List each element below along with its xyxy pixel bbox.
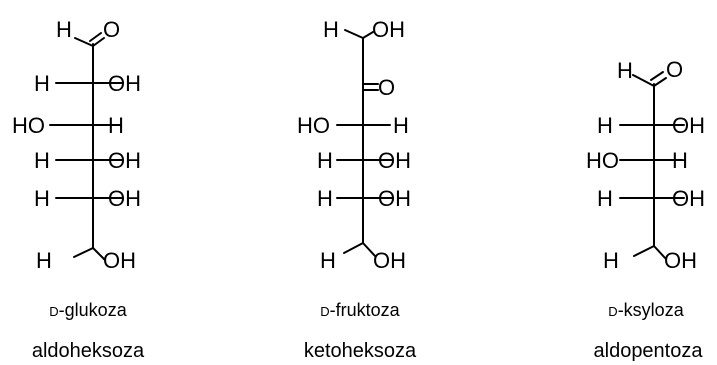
atom-label: HO	[297, 113, 330, 138]
atom-label: O	[666, 57, 683, 82]
atom-label: OH	[108, 186, 141, 211]
atom-label: HO	[12, 113, 45, 138]
atom-label: H	[34, 71, 50, 96]
bond	[74, 37, 94, 47]
molecule-class: aldoheksoza	[32, 340, 145, 362]
bond	[92, 37, 105, 47]
atom-label: H	[317, 148, 333, 173]
bond	[650, 71, 664, 81]
atom-label: H	[617, 58, 633, 83]
bond	[653, 77, 667, 87]
atom-label: H	[393, 113, 409, 138]
bond	[344, 29, 364, 39]
atom-label: O	[378, 75, 395, 100]
atom-label: OH	[672, 113, 705, 138]
atom-label: H	[317, 186, 333, 211]
molecule-name: D-glukoza	[49, 300, 127, 320]
atom-label: H	[323, 17, 339, 42]
molecule-xylose: H O H OH HO H H OH H OH D-ksyloza aldope…	[586, 57, 705, 362]
bond	[89, 32, 102, 42]
molecule-glucose: H O H OH HO H H OH H OH H OH D-glukoza a…	[12, 17, 145, 362]
bond	[73, 247, 94, 258]
atom-label: OH	[108, 71, 141, 96]
bond	[92, 247, 106, 261]
atom-label: H	[597, 113, 613, 138]
bond	[362, 31, 374, 39]
atom-label: H	[36, 248, 52, 273]
molecule-name: D-fruktoza	[320, 300, 400, 320]
molecule-class: aldopentoza	[594, 340, 704, 362]
atom-label: H	[108, 113, 124, 138]
atom-label: H	[34, 186, 50, 211]
atom-label: OH	[103, 248, 136, 273]
atom-label: H	[34, 148, 50, 173]
atom-label: OH	[373, 248, 406, 273]
atom-label: OH	[672, 186, 705, 211]
atom-label: H	[597, 186, 613, 211]
atom-label: OH	[378, 186, 411, 211]
atom-label: O	[103, 17, 120, 42]
bond	[653, 245, 667, 260]
bond	[343, 242, 364, 254]
atom-label: H	[320, 248, 336, 273]
molecule-name: D-ksyloza	[608, 300, 684, 320]
bond	[362, 242, 376, 257]
atom-label: HO	[586, 148, 619, 173]
atom-label: OH	[108, 148, 141, 173]
molecule-fructose: H OH O HO H H OH H OH H OH D-fruktoza ke…	[297, 17, 417, 362]
bond	[633, 245, 655, 257]
atom-label: H	[603, 248, 619, 273]
molecule-class: ketoheksoza	[304, 340, 417, 362]
atom-label: OH	[378, 148, 411, 173]
atom-label: H	[56, 17, 72, 42]
atom-label: OH	[372, 17, 405, 42]
atom-label: H	[672, 148, 688, 173]
atom-label: OH	[664, 248, 697, 273]
bond	[632, 74, 655, 87]
